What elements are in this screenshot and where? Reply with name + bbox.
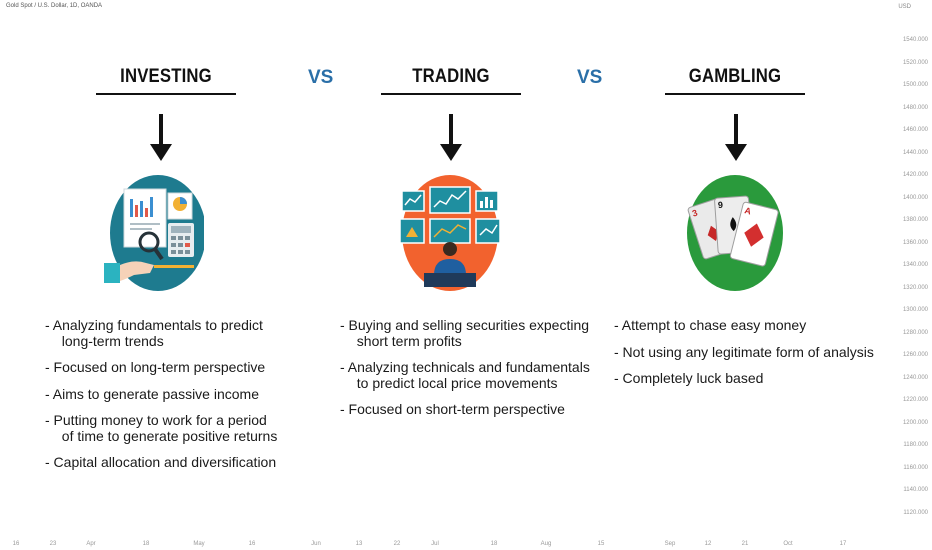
time-tick-label: 21 bbox=[741, 541, 749, 547]
time-tick-label: 12 bbox=[704, 541, 712, 547]
time-tick-label: 15 bbox=[597, 541, 605, 547]
price-tick-label: 1320.000 bbox=[902, 284, 928, 291]
heading-trading-underline bbox=[381, 93, 521, 95]
time-tick-label: 16 bbox=[248, 541, 256, 547]
time-tick-label: 18 bbox=[142, 541, 150, 547]
card-right-rank: A bbox=[744, 205, 753, 216]
gambling-bullet-list: - Attempt to chase easy money - Not usin… bbox=[614, 317, 874, 398]
list-item: - Capital allocation and diversification bbox=[45, 454, 277, 470]
heading-investing-underline bbox=[96, 93, 236, 95]
time-tick-label: Jul bbox=[431, 541, 439, 547]
time-tick-label: Aug bbox=[540, 541, 552, 547]
heading-gambling-underline bbox=[665, 93, 805, 95]
price-tick-label: 1260.000 bbox=[902, 352, 928, 359]
price-tick-label: 1460.000 bbox=[902, 127, 928, 134]
time-tick-label: Jun bbox=[311, 541, 321, 547]
arrow-down-icon-investing bbox=[150, 114, 172, 161]
price-tick-label: 1400.000 bbox=[902, 194, 928, 201]
heading-trading: TRADING bbox=[412, 66, 490, 87]
price-tick-label: 1220.000 bbox=[902, 397, 928, 404]
list-item: - Focused on long-term perspective bbox=[45, 359, 266, 375]
list-item: - Aims to generate passive income bbox=[45, 385, 259, 402]
list-item: - Completely luck based bbox=[614, 370, 764, 386]
price-tick-label: 1480.000 bbox=[902, 104, 928, 111]
list-item: - Analyzing technicals and fundamentals … bbox=[340, 359, 590, 391]
list-item: - Analyzing fundamentals to predict long… bbox=[45, 317, 263, 349]
time-tick-label: 16 bbox=[12, 541, 20, 547]
investing-analysis-icon bbox=[104, 175, 204, 291]
time-tick-label: May bbox=[193, 541, 205, 547]
price-tick-label: 1500.000 bbox=[902, 82, 928, 89]
list-item: - Focused on short-term perspective bbox=[340, 401, 565, 417]
arrow-down-icon-gambling bbox=[725, 114, 747, 161]
symbol-label: Gold Spot / U.S. Dollar, 1D, OANDA bbox=[6, 3, 103, 9]
price-tick-label: 1440.000 bbox=[902, 149, 928, 156]
time-tick-label: 18 bbox=[490, 541, 498, 547]
time-tick-label: 13 bbox=[355, 541, 363, 547]
card-middle-rank: 9 bbox=[718, 200, 724, 210]
price-tick-label: 1140.000 bbox=[903, 487, 928, 494]
time-tick-label: 23 bbox=[49, 541, 57, 547]
time-tick-label: 17 bbox=[839, 541, 847, 547]
playing-cards-icon: 3 9 A bbox=[687, 175, 783, 291]
price-tick-label: 1420.000 bbox=[902, 172, 928, 179]
price-tick-label: 1380.000 bbox=[902, 217, 928, 224]
price-tick-label: 1300.000 bbox=[902, 307, 928, 314]
arrow-down-icon-trading bbox=[440, 114, 462, 161]
list-item: - Buying and selling securities expectin… bbox=[340, 317, 590, 349]
time-tick-label: Oct bbox=[783, 541, 793, 547]
heading-gambling: GAMBLING bbox=[688, 66, 782, 87]
investing-bullet-list: - Analyzing fundamentals to predict long… bbox=[45, 317, 305, 482]
currency-label: USD bbox=[898, 4, 911, 10]
price-tick-label: 1540.000 bbox=[902, 37, 928, 43]
vs-label-2: VS bbox=[577, 67, 603, 88]
vs-label-1: VS bbox=[308, 67, 334, 88]
price-tick-label: 1520.000 bbox=[902, 59, 928, 66]
price-tick-label: 1120.000 bbox=[903, 510, 928, 516]
price-axis[interactable]: USD 1540.000 1520.000 1500.000 1480.000 1460… bbox=[888, 0, 932, 550]
trading-bullet-list: - Buying and selling securities expectin… bbox=[340, 317, 610, 429]
card-left-rank: 3 bbox=[691, 208, 699, 219]
time-tick-label: Apr bbox=[86, 541, 96, 547]
price-tick-label: 1180.000 bbox=[903, 442, 928, 449]
trading-monitors-icon bbox=[400, 175, 500, 291]
price-tick-label: 1200.000 bbox=[902, 419, 928, 426]
price-tick-label: 1360.000 bbox=[902, 239, 928, 246]
time-tick-label: Sep bbox=[664, 541, 676, 547]
price-tick-label: 1240.000 bbox=[902, 374, 928, 381]
list-item: - Not using any legitimate form of analy… bbox=[614, 343, 874, 360]
price-tick-label: 1340.000 bbox=[902, 262, 928, 269]
price-tick-label: 1160.000 bbox=[903, 464, 928, 471]
list-item: - Attempt to chase easy money bbox=[614, 317, 807, 333]
list-item: - Putting money to work for a period of … bbox=[45, 412, 278, 444]
heading-investing: INVESTING bbox=[120, 66, 212, 87]
price-tick-label: 1280.000 bbox=[902, 329, 928, 336]
time-tick-label: 22 bbox=[393, 541, 401, 547]
